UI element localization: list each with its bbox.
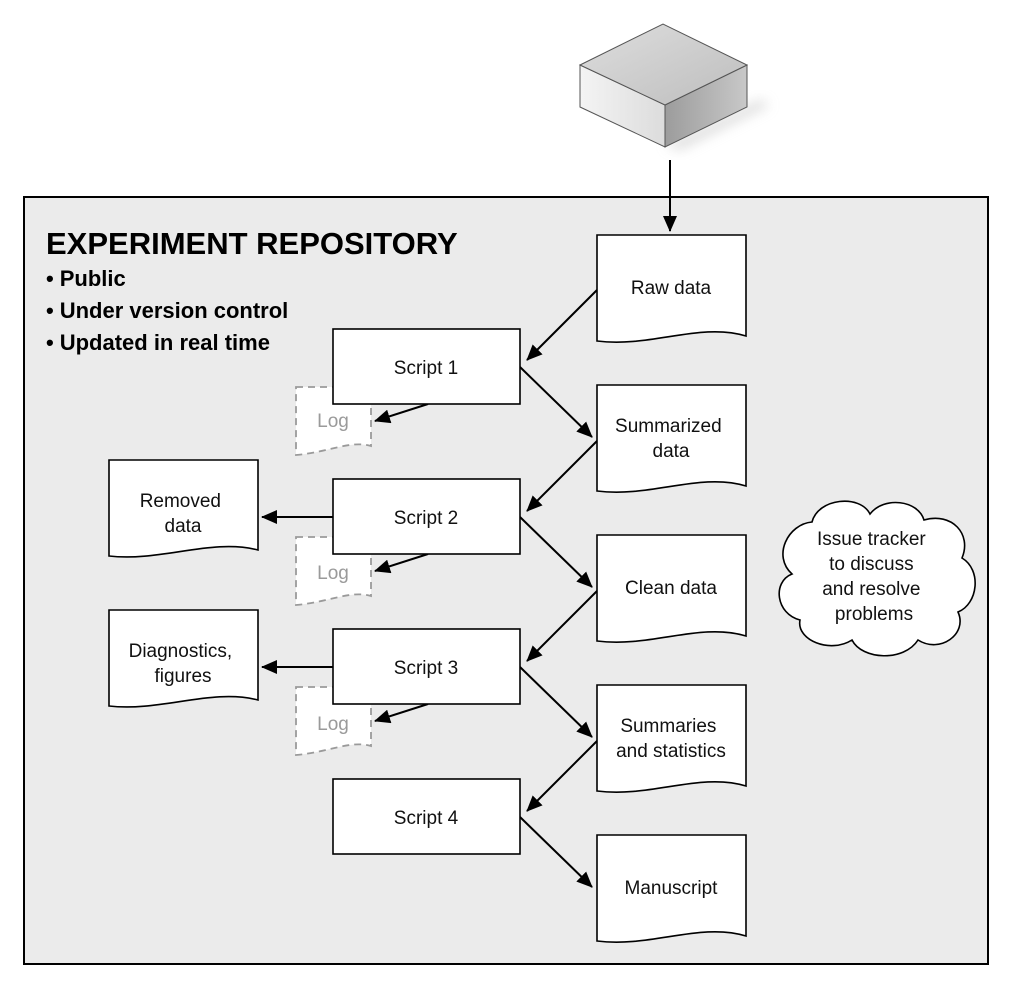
- data-source-block-icon: [578, 23, 770, 150]
- arrow-raw-to-script1: [526, 289, 598, 361]
- arrow-summarized-to-script2: [526, 440, 598, 512]
- document-label: Manuscript: [625, 878, 719, 899]
- issue-tracker-label: Issue tracker to discuss and resolve pro…: [817, 529, 931, 625]
- arrow-script4-to-manuscript: [519, 816, 593, 888]
- arrow-script2-to-clean: [519, 516, 593, 588]
- bullet-marker: •: [46, 330, 54, 355]
- arrow-summaries-to-script4: [526, 740, 598, 812]
- document-label: Diagnostics, figures: [129, 641, 238, 687]
- script-1-box: Script 1: [332, 328, 521, 405]
- log-label: Log: [317, 411, 349, 432]
- document-label: Raw data: [631, 278, 712, 299]
- raw-data-document: Raw data: [596, 234, 747, 343]
- log-label: Log: [317, 563, 349, 584]
- property-real-time: Updated in real time: [60, 330, 270, 355]
- issue-tracker-cloud: Issue tracker to discuss and resolve pro…: [778, 500, 976, 657]
- manuscript-document: Manuscript: [596, 834, 747, 943]
- property-public: Public: [60, 266, 126, 291]
- property-version-control: Under version control: [60, 298, 289, 323]
- arrow-script3-to-log: [374, 703, 429, 724]
- script-label: Script 3: [394, 658, 458, 679]
- document-label: Summarized data: [615, 416, 727, 462]
- flow-arrows: [261, 160, 677, 888]
- removed-data-document: Removed data: [108, 459, 259, 558]
- summaries-statistics-document: Summaries and statistics: [596, 684, 747, 793]
- clean-data-document: Clean data: [596, 534, 747, 643]
- arrow-script1-to-summarized: [519, 366, 593, 438]
- script-label: Script 4: [394, 808, 459, 829]
- script-label: Script 1: [394, 358, 458, 379]
- svg-text:•Updated in real time: •Updated in real time: [46, 330, 270, 355]
- document-label: Clean data: [625, 578, 717, 599]
- script-2-box: Script 2: [332, 478, 521, 555]
- arrow-script3-to-summaries: [519, 666, 593, 738]
- repository-title: EXPERIMENT REPOSITORY: [46, 226, 458, 261]
- document-label: Removed data: [140, 491, 227, 537]
- script-4-box: Script 4: [332, 778, 521, 855]
- summarized-data-document: Summarized data: [596, 384, 747, 493]
- repository-properties: •Public •Under version control •Updated …: [46, 266, 288, 355]
- document-label: Summaries and statistics: [616, 716, 726, 762]
- bullet-marker: •: [46, 298, 54, 323]
- diagnostics-figures-document: Diagnostics, figures: [108, 609, 259, 708]
- arrow-script1-to-log: [374, 403, 429, 424]
- script-3-box: Script 3: [332, 628, 521, 705]
- arrow-clean-to-script3: [526, 590, 598, 662]
- svg-text:•Public: •Public: [46, 266, 126, 291]
- svg-text:•Under version control: •Under version control: [46, 298, 288, 323]
- script-label: Script 2: [394, 508, 458, 529]
- arrow-script2-to-log: [374, 553, 429, 574]
- log-label: Log: [317, 714, 349, 735]
- bullet-marker: •: [46, 266, 54, 291]
